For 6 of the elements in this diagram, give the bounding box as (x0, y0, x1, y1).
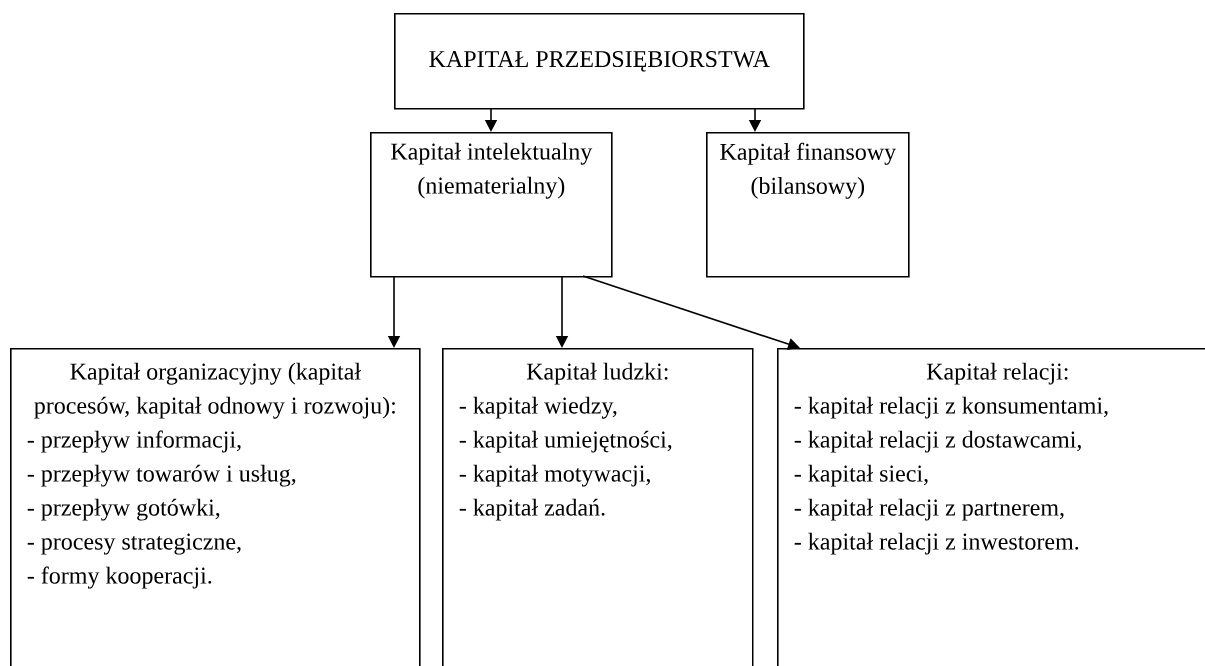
content-box: Kapitał organizacyjny (kapitał procesów, kapitał odnowy i rozwoju): - przepływ informacji, - przepływ towarów i usług, - przepływ gotówki, - procesy strategiczne, - formy kooperacji. (10, 348, 421, 666)
content-box: Kapitał ludzki: - kapitał wiedzy, - kapitał umiejętności, - kapitał motywacji, - kapitał zadań. (442, 348, 754, 666)
category-box: KAPITAŁ PRZEDSIĘBIORSTWA (394, 13, 805, 110)
category-box: Kapitał finansowy (bilansowy) (706, 132, 910, 278)
content-box: Kapitał relacji: - kapitał relacji z konsumentami, - kapitał relacji z dostawcami, - kapitał sieci, - kapitał relacji z partnerem, - kapitał relacji z inwestorem. (777, 348, 1205, 666)
category-box: Kapitał intelektualny (niematerialny) (370, 132, 613, 278)
